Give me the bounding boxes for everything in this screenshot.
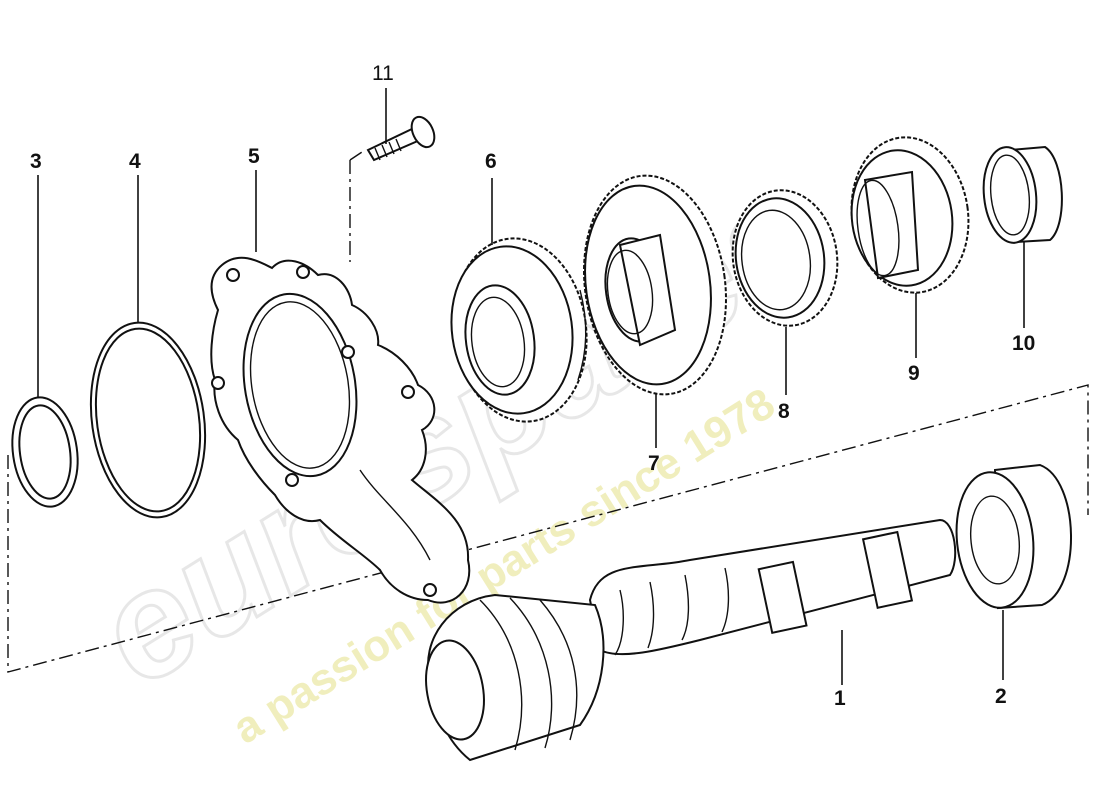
part-2-bearing bbox=[955, 463, 1072, 610]
part-5-flange bbox=[210, 256, 471, 604]
callout-1: 1 bbox=[834, 687, 846, 710]
callout-6: 6 bbox=[485, 150, 497, 173]
callout-11: 11 bbox=[372, 62, 394, 85]
part-3-snap-ring bbox=[11, 396, 79, 508]
part-1-pinion-shaft bbox=[425, 518, 957, 762]
leader-lines bbox=[37, 88, 1025, 685]
callouts: 3 4 5 11 6 7 8 9 10 1 2 bbox=[30, 62, 1035, 710]
part-4-o-ring bbox=[89, 321, 207, 519]
part-10-bushing bbox=[982, 145, 1063, 244]
part-6-gear bbox=[450, 237, 588, 423]
part-7-gear bbox=[583, 174, 727, 396]
callout-7: 7 bbox=[648, 452, 660, 475]
assembly-lines bbox=[7, 149, 1089, 673]
callout-8: 8 bbox=[778, 400, 790, 423]
callout-5: 5 bbox=[248, 145, 260, 168]
part-9-gear bbox=[850, 136, 970, 294]
callout-2: 2 bbox=[995, 685, 1007, 708]
callout-9: 9 bbox=[908, 362, 920, 385]
callout-4: 4 bbox=[129, 150, 141, 173]
callout-3: 3 bbox=[30, 150, 42, 173]
part-8-gear bbox=[731, 189, 839, 327]
part-11-bolt bbox=[366, 115, 436, 162]
callout-10: 10 bbox=[1012, 332, 1035, 355]
